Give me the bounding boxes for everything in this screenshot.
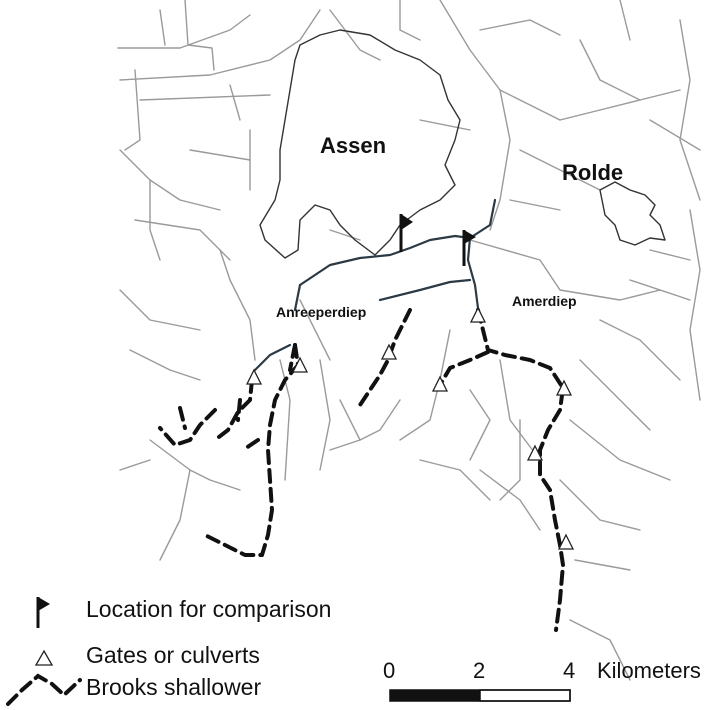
gates-markers — [245, 306, 575, 550]
legend-triangle-icon — [34, 649, 54, 666]
gate-marker — [526, 444, 544, 461]
legend-dashed-line-icon — [6, 673, 82, 706]
flag-icon — [399, 214, 413, 252]
legend-flag-icon — [36, 597, 50, 628]
gate-marker — [245, 368, 263, 385]
scale-tick-0: 0 — [383, 658, 396, 683]
gate-marker — [291, 356, 309, 373]
scale-bar — [389, 689, 571, 702]
label-amerdiep: Amerdiep — [512, 293, 577, 309]
scale-tick-4: 4 — [563, 658, 576, 683]
label-assen: Assen — [320, 133, 387, 158]
scale-tick-2: 2 — [473, 658, 486, 683]
stream-network — [117, 0, 701, 681]
legend-gates: Gates or culverts — [86, 642, 260, 668]
gate-marker — [469, 306, 487, 323]
legend-symbols — [6, 597, 82, 706]
gate-marker — [380, 343, 398, 360]
gate-marker — [555, 379, 573, 396]
label-anreeperdiep: Anreeperdiep — [276, 304, 367, 320]
rolde-outline — [599, 181, 666, 246]
shallower-brooks — [158, 308, 565, 632]
urban-outlines — [259, 29, 666, 259]
flag-icon — [462, 230, 476, 266]
gate-marker — [431, 375, 449, 392]
gate-marker — [557, 533, 575, 550]
scale-unit: Kilometers — [597, 658, 701, 683]
legend-location: Location for comparison — [86, 596, 332, 622]
main-watercourses — [253, 198, 497, 372]
comparison-flags — [399, 214, 476, 266]
legend-brooks: Brooks shallower — [86, 674, 262, 700]
assen-outline — [259, 29, 461, 259]
label-rolde: Rolde — [562, 160, 624, 185]
